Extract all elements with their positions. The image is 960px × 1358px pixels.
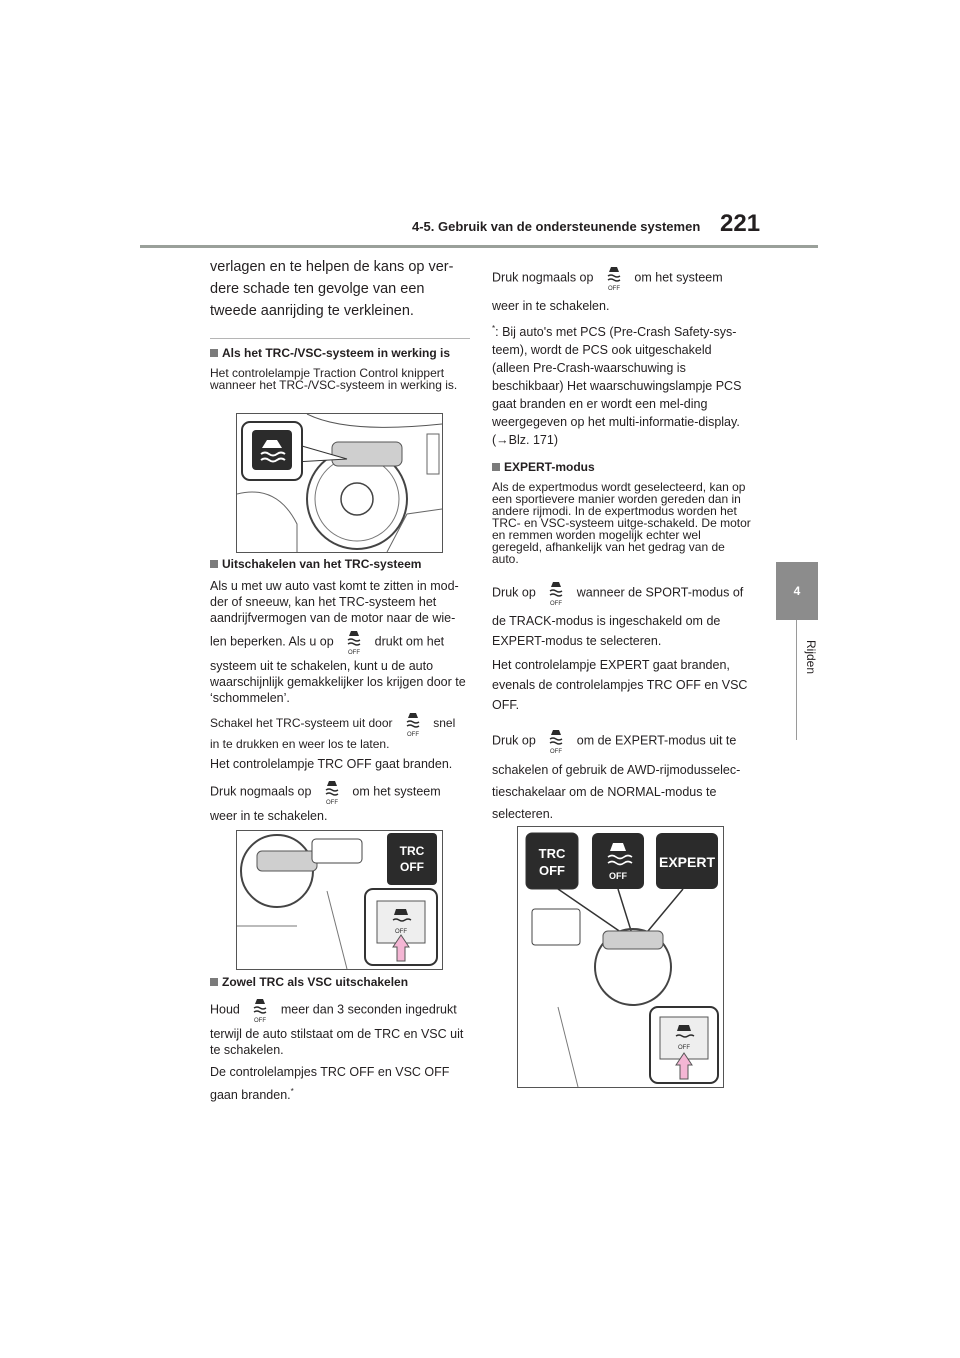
text-fragment: len beperken. Als u op	[210, 634, 334, 649]
trc-label-line1: TRC	[400, 844, 425, 858]
heading-expert-mode: EXPERT-modus	[492, 459, 752, 475]
paragraph-trc-quick-press: Schakel het TRC-systeem uit door OFF sne…	[210, 710, 470, 750]
trc-label-line1: TRC	[539, 846, 566, 861]
tab-divider	[796, 620, 797, 740]
paragraph-trc-reenable-end: weer in te schakelen.	[210, 809, 328, 823]
paragraph-trc-active: Het controlelampje Traction Control knip…	[210, 366, 458, 392]
left-column-2: Uitschakelen van het TRC-systeem Als u m…	[210, 556, 470, 824]
heading-trc-vsc-disable: Zowel TRC als VSC uitschakelen	[210, 974, 470, 990]
paragraph-expert-lamps: Het controlelampje EXPERT gaat branden, …	[492, 658, 748, 713]
paragraph-trc-off-lamp: Het controlelampje TRC OFF gaat branden.	[210, 757, 453, 771]
footnote-text: : Bij auto's met PCS (Pre-Crash Safety-s…	[492, 325, 742, 448]
text-fragment: meer dan 3 seconden ingedrukt	[280, 1002, 457, 1017]
text-fragment: drukt om het	[374, 634, 445, 649]
heading-trc-active: Als het TRC-/VSC-systeem in werking is	[210, 345, 470, 361]
figure-dashboard-trc-indicator	[236, 413, 443, 553]
paragraph-trc-disable-continue: systeem uit te schakelen, kunt u de auto…	[210, 659, 466, 705]
vsc-off-button-icon: OFF	[321, 778, 343, 806]
svg-text:OFF: OFF	[348, 650, 360, 656]
paragraph-expert-select: Druk op OFF wanneer de SPORT-modus of	[492, 579, 752, 607]
paragraph-lamps-on: De controlelampjes TRC OFF en VSC OFF	[210, 1065, 450, 1079]
left-column: verlagen en te helpen de kans op ver- de…	[210, 256, 470, 391]
text-fragment: om het systeem	[352, 784, 441, 799]
text-fragment: Schakel het TRC-systeem uit door	[210, 716, 393, 731]
paragraph-lamps-on-end: gaan branden.*	[210, 1084, 470, 1103]
paragraph-trc-disable-press: len beperken. Als u op OFF drukt om het	[210, 628, 470, 656]
text-fragment: om de EXPERT-modus uit te	[576, 733, 737, 748]
paragraph-expert-mode: Als de expertmodus wordt geselecteerd, k…	[492, 480, 751, 567]
svg-text:OFF: OFF	[407, 732, 419, 738]
trc-label-line2: OFF	[400, 860, 424, 874]
footnote-marker: *	[492, 324, 496, 333]
heading-trc-disable-text: Uitschakelen van het TRC-systeem	[222, 557, 422, 571]
dashboard-illustration	[237, 414, 442, 552]
svg-text:OFF: OFF	[608, 286, 620, 292]
expert-label: EXPERT	[659, 854, 715, 870]
vsc-off-button-icon: OFF	[545, 579, 567, 607]
page-number: 221	[720, 210, 761, 237]
section-title: 4-5. Gebruik van de ondersteunende syste…	[412, 219, 701, 234]
off-label: OFF	[609, 871, 627, 881]
left-column-3: Zowel TRC als VSC uitschakelen Houd OFF …	[210, 974, 470, 1103]
text-fragment: Druk nogmaals op	[492, 270, 594, 285]
paragraph-hold-button-end: terwijl de auto stilstaat om de TRC en V…	[210, 1027, 464, 1057]
header-rule	[140, 245, 818, 248]
vsc-off-button-icon: OFF	[402, 710, 424, 738]
paragraph-trc-disable: Als u met uw auto vast komt te zitten in…	[210, 579, 459, 625]
chapter-label: Rijden	[804, 640, 818, 675]
text-fragment: Druk op	[492, 585, 536, 600]
paragraph-expert-exit: Druk op OFF om de EXPERT-modus uit te	[492, 727, 752, 755]
right-column: Druk nogmaals op OFF om het systeem weer…	[492, 264, 752, 825]
expert-dashboard-illustration: TRC OFF OFF EXPERT OFF	[525, 832, 719, 1087]
heading-trc-vsc-disable-text: Zowel TRC als VSC uitschakelen	[222, 975, 409, 989]
svg-text:OFF: OFF	[254, 1018, 266, 1024]
section-rule	[210, 338, 470, 339]
svg-text:OFF: OFF	[550, 601, 562, 607]
vsc-off-button-icon: OFF	[603, 264, 625, 292]
figure-expert-indicators: TRC OFF OFF EXPERT OFF	[517, 826, 724, 1088]
vsc-off-button-icon: OFF	[249, 996, 271, 1024]
text-fragment: in te drukken en weer los te laten.	[210, 737, 390, 751]
square-bullet-icon	[210, 560, 218, 568]
paragraph-expert-exit-end: schakelen of gebruik de AWD-rijmodussele…	[492, 763, 741, 822]
text-fragment: Houd	[210, 1002, 240, 1017]
svg-text:OFF: OFF	[326, 800, 338, 806]
paragraph-hold-button: Houd OFF meer dan 3 seconden ingedrukt	[210, 996, 470, 1024]
off-label: OFF	[395, 929, 407, 935]
svg-text:OFF: OFF	[550, 749, 562, 755]
paragraph-reenable-end: weer in te schakelen.	[492, 299, 610, 313]
intro-paragraph: verlagen en te helpen de kans op ver- de…	[210, 259, 454, 319]
off-label: OFF	[678, 1045, 690, 1051]
square-bullet-icon	[492, 463, 500, 472]
heading-trc-disable: Uitschakelen van het TRC-systeem	[210, 556, 470, 572]
vsc-off-button-icon: OFF	[545, 727, 567, 755]
figure-trc-off-button: TRC OFF OFF	[236, 830, 443, 970]
chapter-tab: 4	[776, 562, 818, 620]
square-bullet-icon	[210, 978, 218, 986]
vsc-off-button-icon: OFF	[343, 628, 365, 656]
paragraph-reenable: Druk nogmaals op OFF om het systeem	[492, 264, 752, 292]
footnote-marker: *	[290, 1087, 294, 1096]
paragraph-expert-select-end: de TRACK-modus is ingeschakeld om de EXP…	[492, 614, 721, 649]
console-illustration: TRC OFF OFF	[237, 833, 438, 969]
text-fragment: Druk op	[492, 733, 536, 748]
text-fragment: wanneer de SPORT-modus of	[576, 585, 744, 600]
text-fragment: om het systeem	[634, 270, 723, 285]
heading-expert-mode-text: EXPERT-modus	[504, 460, 595, 475]
heading-trc-active-text: Als het TRC-/VSC-systeem in werking is	[222, 346, 451, 360]
text-fragment: gaan branden.	[210, 1088, 291, 1103]
chapter-number: 4	[793, 584, 801, 598]
trc-label-line2: OFF	[539, 863, 565, 878]
footnote: *: Bij auto's met PCS (Pre-Crash Safety-…	[492, 320, 752, 449]
text-fragment: Druk nogmaals op	[210, 784, 312, 799]
text-fragment: snel	[433, 716, 456, 731]
paragraph-trc-reenable: Druk nogmaals op OFF om het systeem	[210, 778, 470, 806]
square-bullet-icon	[210, 349, 218, 357]
